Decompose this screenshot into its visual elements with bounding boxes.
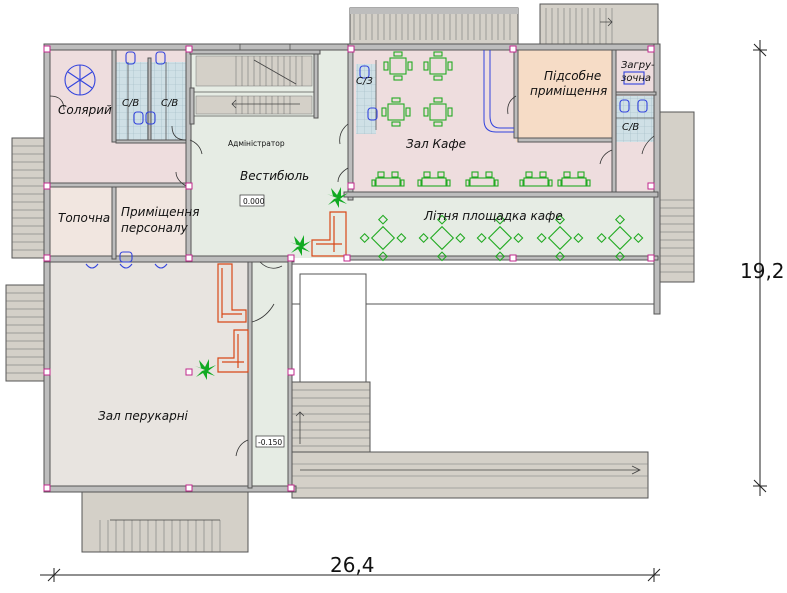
dimension-height: 19,2 xyxy=(740,259,785,283)
room-label-solarium: Солярий xyxy=(58,103,112,117)
room-label-wc-1: С/В xyxy=(122,98,139,109)
terrace-table-set xyxy=(359,214,407,262)
room-label-staff-line2: персоналу xyxy=(121,221,189,235)
room-label-cafe-hall: Зал Кафе xyxy=(406,137,466,151)
plant-icon xyxy=(290,235,311,256)
level-label-salon: -0.150 xyxy=(258,438,282,447)
level-box-lobby xyxy=(239,194,265,207)
plumbing-fixtures xyxy=(64,51,648,269)
bar-table-set xyxy=(465,171,499,187)
bar-table-set xyxy=(371,171,405,187)
bar-table-set xyxy=(519,171,553,187)
room-label-admin: Адміністратор xyxy=(228,139,285,148)
room-label-wc-4: С/В xyxy=(622,122,639,133)
dimension-width: 26,4 xyxy=(330,553,375,577)
lobby-stair xyxy=(195,55,313,115)
thin-walls xyxy=(127,44,654,140)
plants xyxy=(195,187,348,380)
terrace-table-set xyxy=(536,214,584,262)
room-label-utility-line1: Підсобне xyxy=(544,69,601,83)
room-label-boiler: Топочна xyxy=(58,211,110,225)
terrace-table-set xyxy=(596,214,644,262)
cafe-counter xyxy=(483,50,514,133)
salon-sofa-upper xyxy=(217,263,247,323)
room-label-staff-line1: Приміщення xyxy=(121,205,199,219)
cafe-table-set xyxy=(381,97,411,127)
salon-sofa-lower xyxy=(217,329,249,373)
bar-table-set xyxy=(417,171,451,187)
room-label-loading-line2: зочна xyxy=(621,73,651,84)
terrace-tables xyxy=(359,214,644,262)
dimension-line-width xyxy=(40,568,661,582)
cafe-table-set xyxy=(423,51,453,81)
cafe-table-set xyxy=(423,97,453,127)
plant-icon xyxy=(195,359,216,380)
bar-table-set xyxy=(557,171,591,187)
stairs-top-left xyxy=(349,7,519,47)
level-label-lobby: 0.000 xyxy=(243,197,265,206)
stairs-left-lower xyxy=(5,284,47,382)
lobby-sofa xyxy=(311,211,347,257)
terrace-table-set xyxy=(476,214,524,262)
stairs-left-upper xyxy=(11,137,47,259)
dimension-line-height xyxy=(753,40,767,496)
room-label-salon: Зал перукарні xyxy=(98,409,189,423)
column-markers xyxy=(43,45,655,492)
plant-icon xyxy=(327,187,348,208)
room-label-loading-line1: Загру- xyxy=(621,60,655,71)
doors xyxy=(49,95,655,457)
stairs-right xyxy=(659,111,695,283)
stairs-bottom xyxy=(81,491,249,553)
room-label-wc-3: С/З xyxy=(356,76,373,87)
sofas xyxy=(217,211,347,373)
room-label-lobby: Вестибюль xyxy=(240,169,309,183)
room-label-summer-terrace: Літня площадка кафе xyxy=(423,209,563,223)
floors xyxy=(50,50,659,490)
room-label-wc-2: С/В xyxy=(161,98,178,109)
level-box-salon xyxy=(255,435,285,448)
terrace-table-set xyxy=(418,214,466,262)
room-label-utility-line2: приміщення xyxy=(530,84,607,98)
cafe-table-set xyxy=(383,51,413,81)
stairs-top-right xyxy=(539,3,659,47)
ramp-center xyxy=(291,381,649,499)
cafe-tables xyxy=(371,51,591,187)
